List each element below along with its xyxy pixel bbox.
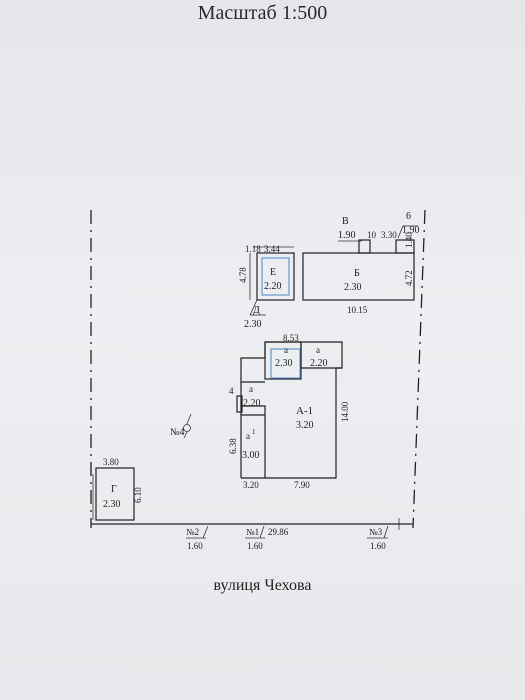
dim-b-width: 10.15: [347, 305, 368, 315]
dim-a-bottom-right: 7.90: [294, 480, 310, 490]
point-3-label: №3: [369, 527, 383, 537]
building-g-label: Г: [111, 484, 117, 495]
main-house-a1: [236, 341, 343, 479]
annex-a2-height: 2.20: [310, 358, 328, 369]
lot-boundary-right: [412, 209, 426, 529]
dim-a-right: 14.00: [340, 401, 350, 422]
point-2-label: №2: [186, 527, 199, 537]
dim-g-width: 3.80: [103, 457, 119, 467]
dim-a-bottom-left: 3.20: [243, 480, 259, 490]
dim-g-depth: 6.10: [133, 487, 143, 503]
dim-e-3: 4.78: [238, 267, 248, 283]
dim-b-1: 4.72: [404, 270, 414, 286]
dim-a-top: 8.53: [283, 333, 299, 343]
building-e: [249, 246, 295, 316]
point-6-height: 1.90: [402, 225, 420, 236]
well-symbol-icon: [183, 413, 192, 439]
annex-a4-label: а: [246, 431, 250, 441]
point-1-label: №1: [246, 527, 259, 537]
point-6-label: 6: [406, 211, 411, 222]
building-g: [92, 467, 135, 521]
building-b: [302, 225, 418, 301]
building-e-label: Е: [270, 267, 276, 278]
building-e-height: 2.20: [264, 281, 282, 292]
annex-a4-sup: 1: [252, 428, 256, 436]
dim-a-left: 6.38: [228, 438, 238, 454]
point-1-height: 1.60: [247, 541, 263, 551]
annex-a1-label: а: [284, 345, 288, 355]
annex-a-highlight: [270, 348, 301, 379]
point-4-small: 4: [229, 386, 234, 396]
building-e-highlight: [261, 257, 290, 296]
point-2-leader: [202, 525, 209, 539]
annex-a4-height: 3.00: [242, 450, 260, 461]
fence-length: 29.86: [268, 527, 289, 537]
building-g-height: 2.30: [103, 499, 121, 510]
scale-title: Масштаб 1:500: [197, 2, 328, 24]
annex-a3-label: а: [249, 384, 253, 394]
annex-a3-height: 2.20: [243, 398, 261, 409]
annex-a1-height: 2.30: [275, 358, 293, 369]
point-4-label: №4: [170, 427, 185, 438]
dim-b-2: 1.40: [404, 232, 414, 248]
porch-v-label: В: [342, 216, 349, 227]
building-d-height: 2.30: [244, 319, 262, 330]
building-d-label: Д: [253, 305, 260, 316]
street-name: вулиця Чехова: [213, 577, 312, 594]
building-b-label: Б: [354, 268, 360, 279]
point-1-leader: [259, 525, 265, 539]
dim-v-2: 3.30: [381, 230, 397, 240]
point-2-height: 1.60: [187, 541, 203, 551]
porch-v-height: 1.90: [338, 230, 356, 241]
house-a1-height: 3.20: [296, 420, 314, 431]
point-3-leader: [383, 525, 389, 539]
building-b-height: 2.30: [344, 282, 362, 293]
dim-v-1: 10: [367, 230, 377, 240]
dim-e-1: 1.18: [245, 244, 261, 254]
dim-e-2: 3.44: [264, 244, 280, 254]
point-3-height: 1.60: [370, 541, 386, 551]
house-a1-label: А-1: [296, 405, 313, 417]
annex-a2-label: а: [316, 345, 320, 355]
